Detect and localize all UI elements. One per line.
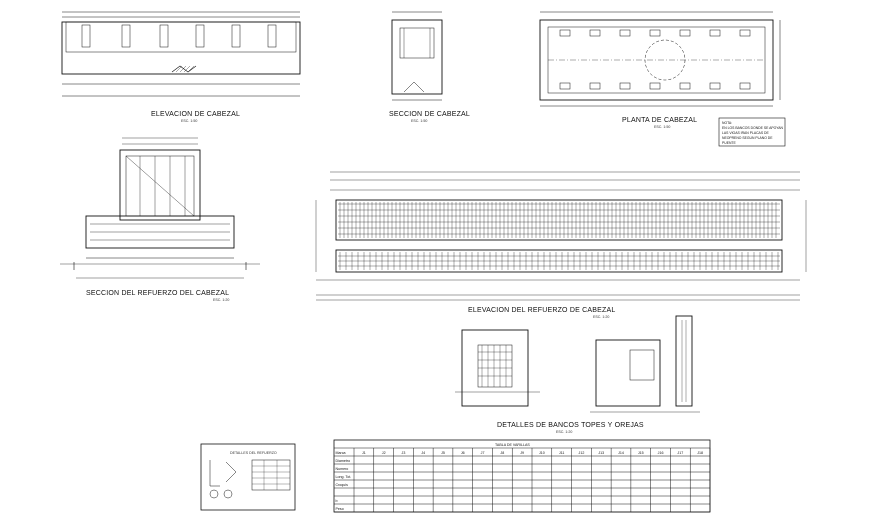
note-line: NOTA: [722, 121, 732, 125]
elevacion-refuerzo-title: ELEVACION DEL REFUERZO DE CABEZAL [468, 307, 615, 314]
table-column-header: J10 [539, 451, 545, 455]
table-column-header: J13 [598, 451, 604, 455]
table-row-header: Peso [336, 507, 344, 511]
table-column-header: J4 [421, 451, 425, 455]
table-column-header: J11 [559, 451, 565, 455]
table-column-header: J3 [402, 451, 406, 455]
seccion-cabezal-scale: ESC. 1:50 [411, 119, 427, 123]
detalle-banco-left [455, 329, 540, 407]
table-column-header: J6 [461, 451, 465, 455]
table-row-header: Croquis [336, 483, 349, 487]
seccion-cabezal-title: SECCION DE CABEZAL [389, 111, 470, 118]
bar-table-title: TABLA DE VARILLAS [495, 443, 530, 447]
planta-cabezal-title: PLANTA DE CABEZAL [622, 117, 697, 124]
elevacion-cabezal-view [61, 11, 301, 97]
detalles-refuerzo-box [200, 443, 296, 511]
detalles-bancos-title: DETALLES DE BANCOS TOPES Y OREJAS [497, 422, 644, 429]
planta-cabezal-view [539, 11, 781, 107]
table-row-header: Diametro [336, 459, 351, 463]
table-row-header: b [336, 499, 338, 503]
note-line: NEOPRENO SEGUN PLANO DE [722, 136, 773, 140]
table-column-header: J17 [677, 451, 683, 455]
seccion-cabezal-view [391, 11, 443, 101]
table-column-header: J15 [638, 451, 644, 455]
table-column-header: J16 [658, 451, 664, 455]
seccion-refuerzo-view [60, 137, 260, 279]
table-column-header: J14 [618, 451, 624, 455]
planta-note-box: NOTA: EN LOS BANCOS DONDE SE APOYAN LAS … [718, 117, 786, 147]
elevacion-cabezal-scale: ESC. 1:50 [181, 119, 197, 123]
seccion-refuerzo-title: SECCION DEL REFUERZO DEL CABEZAL [86, 290, 229, 297]
detalles-refuerzo-title: DETALLES DEL REFUERZO [230, 451, 277, 455]
table-row-header: Marca [336, 451, 346, 455]
table-column-header: J8 [500, 451, 504, 455]
elevacion-refuerzo-scale: ESC. 1:20 [593, 315, 609, 319]
table-column-header: J2 [382, 451, 386, 455]
rebar-mesh [338, 202, 780, 270]
bar-schedule-table [333, 439, 711, 513]
table-column-header: J5 [441, 451, 445, 455]
elevacion-cabezal-title: ELEVACION DE CABEZAL [151, 111, 240, 118]
table-column-header: J7 [481, 451, 485, 455]
detalles-bancos-scale: ESC. 1:20 [556, 430, 572, 434]
table-row-header: Numero [336, 467, 349, 471]
table-column-header: J1 [362, 451, 366, 455]
note-line: LAS VIGAS IRAN PLACAS DE [722, 131, 769, 135]
planta-cabezal-scale: ESC. 1:50 [654, 125, 670, 129]
elevacion-refuerzo-view [315, 171, 807, 301]
note-line: EN LOS BANCOS DONDE SE APOYAN [722, 126, 784, 130]
seccion-refuerzo-scale: ESC. 1:20 [213, 298, 229, 302]
detalle-oreja-right [590, 315, 700, 413]
table-column-header: J18 [697, 451, 703, 455]
table-column-header: J9 [520, 451, 524, 455]
note-line: PUENTE [722, 141, 736, 145]
table-column-header: J12 [579, 451, 585, 455]
table-row-header: Long. Tot. [336, 475, 352, 479]
table-column-headers: J1 J2 J3 J4 J5 J6 J7 J8 J9 J10 J11 J12 J13 J14 J15 J16 J… [362, 451, 703, 455]
